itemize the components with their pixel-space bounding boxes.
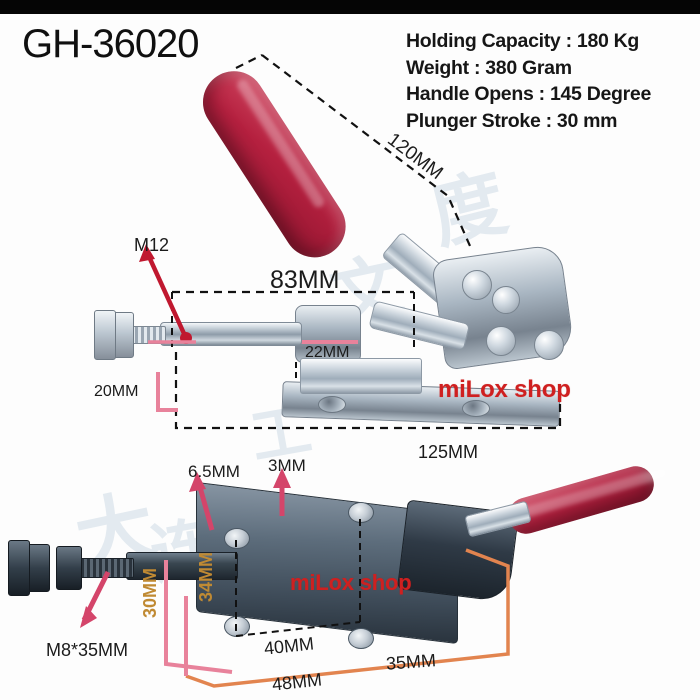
hex-nut-bottom-view [56, 546, 82, 590]
dimension-label-m8: M8*35MM [46, 640, 129, 660]
rivet-icon [486, 326, 516, 356]
clamp-handle-top-view [191, 59, 358, 270]
base-flange [300, 358, 422, 394]
clamp-handle-bottom-view [503, 462, 659, 538]
rivet-icon [462, 270, 492, 300]
rivet-icon [492, 286, 520, 314]
dimension-tick-120mm [235, 54, 263, 69]
dimension-label-125mm: 125MM [418, 442, 479, 462]
dimension-label-30mm: 30MM [140, 568, 160, 619]
dimension-label-48mm: 48MM [271, 669, 323, 695]
spec-plunger-stroke: Plunger Stroke : 30 mm [406, 109, 618, 132]
mounting-hole [348, 502, 374, 523]
dimension-label-120mm: 120MM [383, 129, 447, 185]
callout-arrow-m8 [81, 570, 111, 622]
barrel-highlight [296, 340, 358, 344]
dimension-label-40mm: 40MM [263, 633, 315, 659]
dimension-label-22mm: 22MM [305, 344, 350, 361]
mounting-hole [348, 628, 374, 649]
letterbox-bar-top [0, 0, 700, 14]
dimension-label-34mm: 34MM [196, 552, 216, 603]
dimension-label-83mm: 83MM [270, 266, 340, 294]
dimension-label-20mm: 20MM [94, 383, 139, 400]
bolt-head [8, 540, 30, 596]
dimension-label-35mm: 35MM [385, 650, 437, 674]
plunger-rod [160, 322, 302, 346]
mounting-hole [224, 528, 250, 549]
mounting-hole [318, 396, 346, 413]
dimension-bracket-20mm [156, 372, 178, 412]
dimension-label-m12: M12 [134, 235, 170, 255]
specification-list: Holding Capacity : 180 Kg Weight : 380 G… [406, 28, 696, 134]
dimension-label-6-5mm: 6.5MM [188, 462, 240, 481]
hex-nut [94, 310, 116, 360]
spec-handle-opens: Handle Opens : 145 Degree [406, 83, 652, 105]
rivet-icon [534, 330, 564, 360]
plunger-thread-bottom-view [74, 558, 134, 578]
page-title: GH-36020 [22, 22, 200, 66]
spec-holding-capacity: Holding Capacity : 180 Kg [406, 30, 640, 52]
watermark-top: miLox shop [438, 376, 571, 403]
spec-weight: Weight : 380 Gram [406, 56, 572, 79]
watermark-bottom: miLox shop [290, 570, 412, 595]
dimension-label-3mm: 3MM [268, 456, 306, 475]
callout-arrowhead-m8 [80, 606, 97, 628]
mounting-hole [224, 616, 250, 637]
